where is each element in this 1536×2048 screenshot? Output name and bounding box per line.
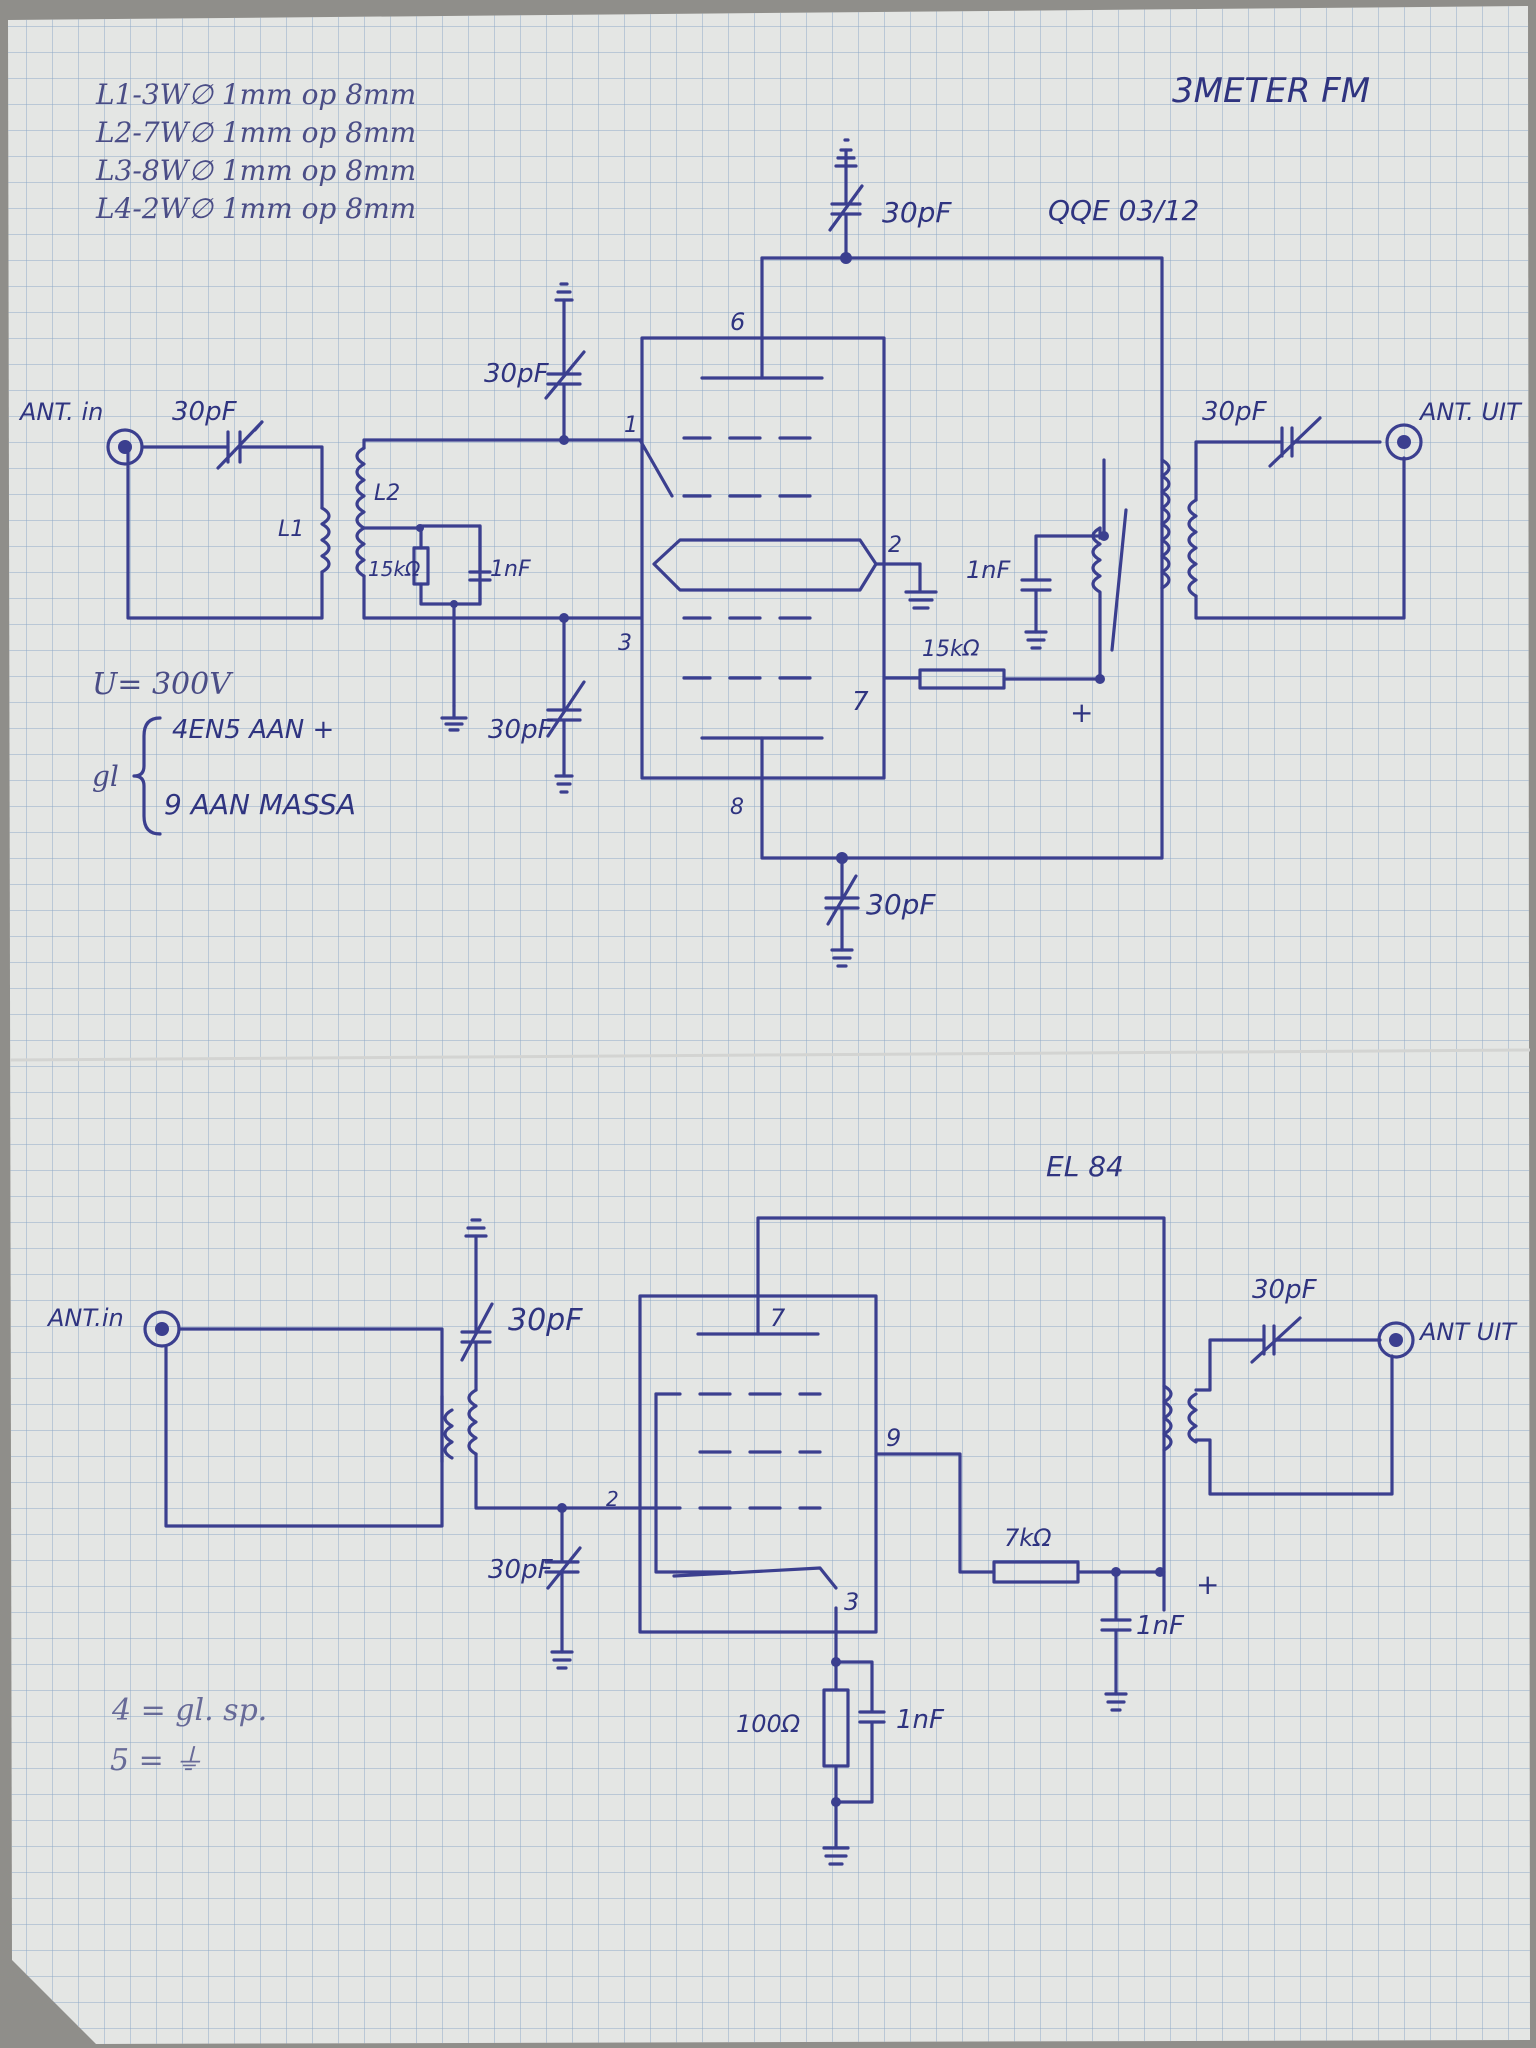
- pin-note: 5 = ⏚: [110, 1743, 203, 1778]
- r-cathode-label: 100Ω: [736, 1710, 801, 1738]
- r-grid-label: 15kΩ: [368, 557, 421, 581]
- l1-label: L1: [278, 517, 304, 542]
- cap-grid-top-label: 30pF: [484, 359, 550, 389]
- pin-label: 8: [730, 795, 744, 820]
- ant-out-label-top: ANT. UIT: [1418, 398, 1523, 426]
- bottom-circuit: [143, 1216, 1415, 1866]
- labels: 3METER FM L1-3W∅ 1mm op 8mm L2-7W∅ 1mm o…: [18, 71, 1523, 1778]
- l2-label: L2: [374, 481, 400, 506]
- coil-note: L4-2W∅ 1mm op 8mm: [95, 192, 416, 225]
- ant-out-connector-bottom: [1377, 1321, 1415, 1359]
- page-title: 3METER FM: [1172, 71, 1370, 111]
- voltage-note: U= 300V: [92, 667, 234, 702]
- pin-label: 3: [618, 631, 632, 656]
- c-cathode-label: 1nF: [896, 1705, 945, 1735]
- pin-label: 6: [730, 308, 745, 336]
- gl-note: gl: [92, 760, 119, 793]
- c-grid-label: 1nF: [490, 557, 531, 582]
- c-supply-label-bottom: 1nF: [1136, 1611, 1185, 1641]
- pin-label: 7: [770, 1304, 786, 1332]
- coil-note: L3-8W∅ 1mm op 8mm: [95, 154, 416, 187]
- r-screen-label-bottom: 7kΩ: [1004, 1524, 1052, 1552]
- pin-label: 2: [606, 1487, 619, 1511]
- ant-in-label-bottom: ANT.in: [46, 1304, 124, 1332]
- cap-in-label: 30pF: [172, 397, 238, 427]
- ant-out-label-bottom: ANT UIT: [1418, 1318, 1518, 1346]
- cap-grid-label-bottom: 30pF: [488, 1555, 554, 1585]
- ant-out-connector-top: [1385, 423, 1423, 461]
- cap-anode-top-label: 30pF: [882, 196, 952, 229]
- pin-label: 7: [852, 687, 869, 717]
- pin-label: 2: [888, 533, 902, 558]
- plus-label-top: +: [1070, 696, 1093, 729]
- coil-note: L2-7W∅ 1mm op 8mm: [95, 116, 416, 149]
- r-screen-label-top: 15kΩ: [922, 637, 980, 662]
- pin-label: 3: [844, 1588, 859, 1616]
- supply-note-line: 4EN5 AAN +: [172, 715, 334, 745]
- supply-note-line: 9 AAN MASSA: [164, 788, 356, 821]
- pin-note: 4 = gl. sp.: [111, 1693, 267, 1728]
- cap-out-label-bottom: 30pF: [1252, 1275, 1318, 1305]
- plus-label-bottom: +: [1196, 1568, 1219, 1601]
- brace: [132, 716, 162, 836]
- cap-out-label: 30pF: [1202, 397, 1268, 427]
- cap-cathode-label: 30pF: [866, 888, 936, 921]
- tube-label-top: QQE 03/12: [1048, 194, 1199, 227]
- coil-note: L1-3W∅ 1mm op 8mm: [95, 78, 416, 111]
- pin-label: 1: [624, 413, 638, 438]
- cap-in-tune-label: 30pF: [508, 1303, 583, 1338]
- top-circuit: [106, 138, 1423, 968]
- tube-label-bottom: EL 84: [1046, 1150, 1124, 1183]
- c-supply-label-top: 1nF: [966, 556, 1011, 584]
- cap-grid-bottom-label: 30pF: [488, 715, 554, 745]
- ant-in-label-top: ANT. in: [18, 398, 103, 426]
- pin-label: 9: [886, 1424, 901, 1452]
